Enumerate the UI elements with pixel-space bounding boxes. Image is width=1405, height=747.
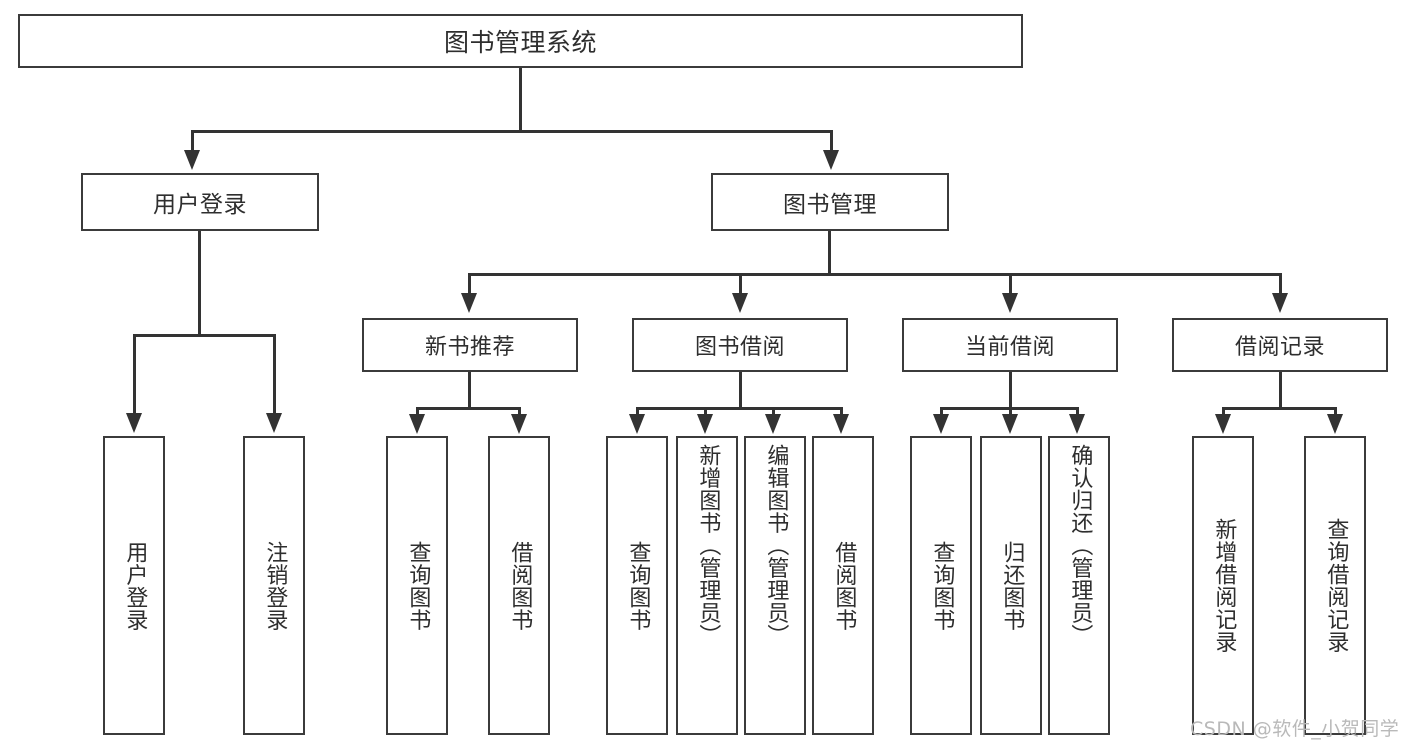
connector-borrow-stem xyxy=(739,372,742,410)
node-borrow-record[interactable]: 借阅记录 xyxy=(1172,318,1388,372)
connector-level2-drop-2 xyxy=(830,130,833,152)
connector-borrow-drop-4 xyxy=(840,407,843,418)
connector-level3-bus xyxy=(468,273,1280,276)
arrow-down-icon-borrow-3 xyxy=(765,414,781,434)
connector-record-stem xyxy=(1279,372,1282,410)
leaf-borrow-edit-book-admin[interactable]: 编辑图书（管理员） xyxy=(744,436,806,735)
leaf-record-query-record[interactable]: 查询借阅记录 xyxy=(1304,436,1366,735)
arrow-down-icon-current-2 xyxy=(1002,414,1018,434)
connector-level3-drop-2 xyxy=(739,273,742,297)
arrow-down-icon-recommend-2 xyxy=(511,414,527,434)
arrow-down-icon-user-login-2 xyxy=(266,413,282,433)
connector-borrow-drop-1 xyxy=(636,407,639,418)
connector-root-stem xyxy=(519,68,522,132)
connector-level2-bus xyxy=(191,130,832,133)
arrow-down-icon-level3-4 xyxy=(1272,293,1288,313)
arrow-down-icon-level2-2 xyxy=(823,150,839,170)
node-user-login[interactable]: 用户登录 xyxy=(81,173,319,231)
connector-current-drop-3 xyxy=(1076,407,1079,418)
arrow-down-icon-current-1 xyxy=(933,414,949,434)
arrow-down-icon-borrow-4 xyxy=(833,414,849,434)
connector-record-drop-2 xyxy=(1334,407,1337,418)
connector-recommend-drop-1 xyxy=(416,407,419,418)
connector-book-mgmt-stem xyxy=(828,231,831,276)
leaf-user-login[interactable]: 用户登录 xyxy=(103,436,165,735)
connector-record-drop-1 xyxy=(1222,407,1225,418)
leaf-recommend-borrow-book[interactable]: 借阅图书 xyxy=(488,436,550,735)
connector-user-login-drop-2 xyxy=(273,334,276,417)
node-book-management[interactable]: 图书管理 xyxy=(711,173,949,231)
connector-borrow-drop-2 xyxy=(704,407,707,418)
connector-user-login-stem xyxy=(198,231,201,337)
arrow-down-icon-level3-1 xyxy=(461,293,477,313)
connector-level3-drop-1 xyxy=(468,273,471,297)
connector-current-stem xyxy=(1009,372,1012,410)
leaf-current-return-book[interactable]: 归还图书 xyxy=(980,436,1042,735)
leaf-borrow-query-book[interactable]: 查询图书 xyxy=(606,436,668,735)
arrow-down-icon-borrow-1 xyxy=(629,414,645,434)
arrow-down-icon-borrow-2 xyxy=(697,414,713,434)
connector-recommend-drop-2 xyxy=(518,407,521,418)
arrow-down-icon-level3-2 xyxy=(732,293,748,313)
connector-recommend-bus xyxy=(416,407,521,410)
leaf-borrow-add-book-admin[interactable]: 新增图书（管理员） xyxy=(676,436,738,735)
arrow-down-icon-recommend-1 xyxy=(409,414,425,434)
connector-current-drop-2 xyxy=(1009,407,1012,418)
arrow-down-icon-current-3 xyxy=(1069,414,1085,434)
leaf-recommend-query-book[interactable]: 查询图书 xyxy=(386,436,448,735)
leaf-logout[interactable]: 注销登录 xyxy=(243,436,305,735)
leaf-current-confirm-return-admin[interactable]: 确认归还（管理员） xyxy=(1048,436,1110,735)
node-new-book-recommend[interactable]: 新书推荐 xyxy=(362,318,578,372)
leaf-current-query-book[interactable]: 查询图书 xyxy=(910,436,972,735)
arrow-down-icon-record-1 xyxy=(1215,414,1231,434)
connector-level3-drop-4 xyxy=(1279,273,1282,297)
arrow-down-icon-user-login-1 xyxy=(126,413,142,433)
connector-current-drop-1 xyxy=(940,407,943,418)
node-book-borrow[interactable]: 图书借阅 xyxy=(632,318,848,372)
node-root-system[interactable]: 图书管理系统 xyxy=(18,14,1023,68)
arrow-down-icon-level2-1 xyxy=(184,150,200,170)
leaf-borrow-borrow-book[interactable]: 借阅图书 xyxy=(812,436,874,735)
connector-level3-drop-3 xyxy=(1009,273,1012,297)
arrow-down-icon-level3-3 xyxy=(1002,293,1018,313)
connector-borrow-bus xyxy=(636,407,843,410)
connector-user-login-bus xyxy=(133,334,276,337)
arrow-down-icon-record-2 xyxy=(1327,414,1343,434)
connector-record-bus xyxy=(1222,407,1337,410)
connector-borrow-drop-3 xyxy=(772,407,775,418)
connector-user-login-drop-1 xyxy=(133,334,136,417)
connector-recommend-stem xyxy=(468,372,471,410)
node-current-borrow[interactable]: 当前借阅 xyxy=(902,318,1118,372)
leaf-record-add-record[interactable]: 新增借阅记录 xyxy=(1192,436,1254,735)
connector-level2-drop-1 xyxy=(191,130,194,152)
